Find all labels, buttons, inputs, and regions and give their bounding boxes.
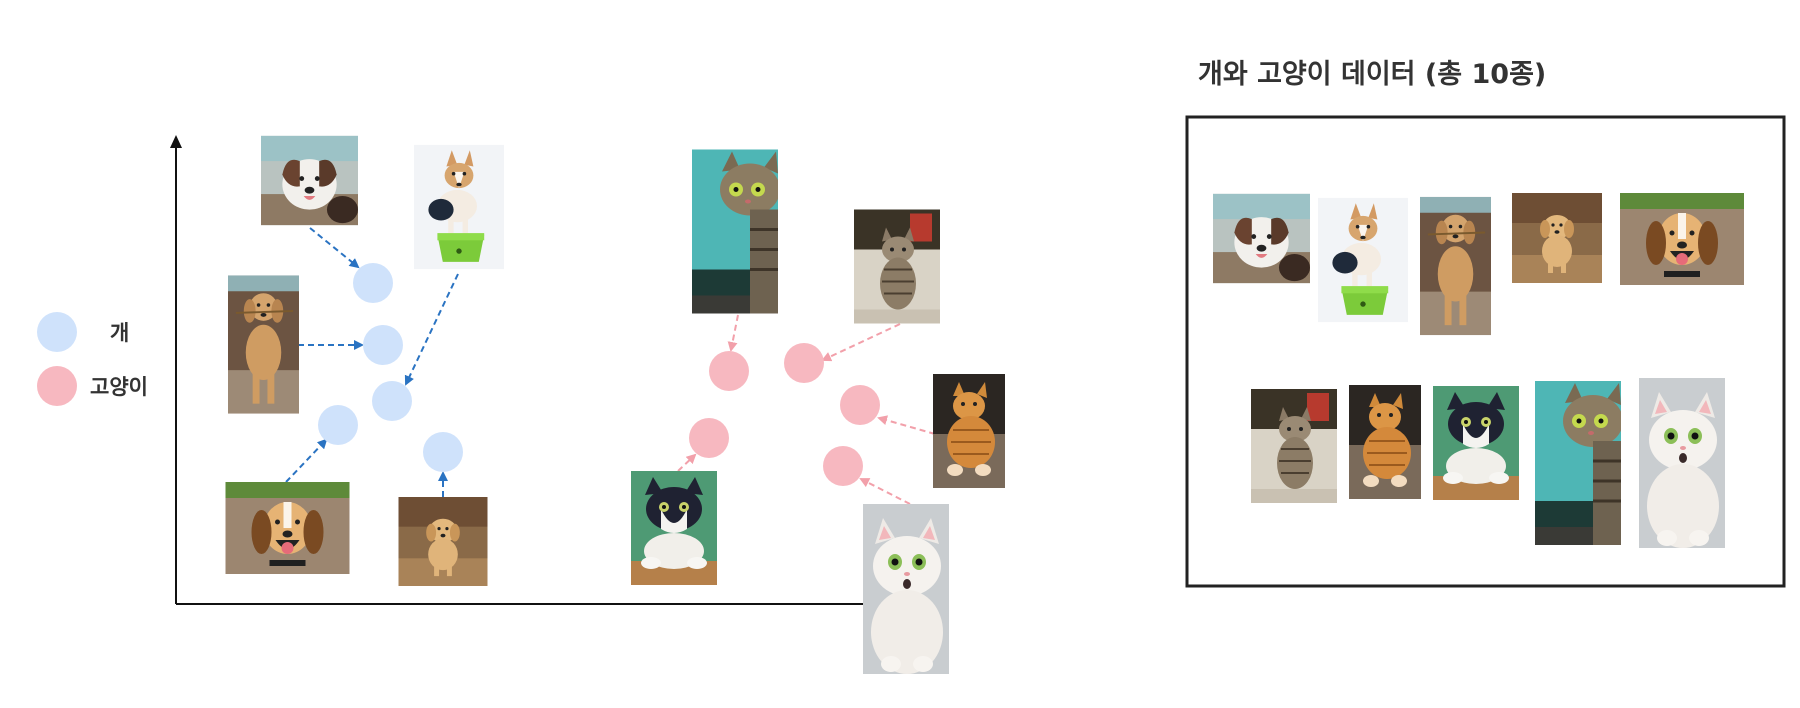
dog-points — [318, 263, 463, 472]
dog-photos — [225, 135, 504, 586]
dataset-cat-row — [1251, 378, 1725, 548]
beagle-smiling-photo — [1620, 193, 1744, 285]
white-fluffy-cat-photo — [863, 504, 949, 674]
beagle-smiling-photo — [225, 482, 350, 574]
dog-point — [363, 325, 403, 365]
cat-photos — [631, 149, 1005, 674]
dog-arrow — [309, 227, 360, 269]
orange-tabby-cat-photo — [1349, 385, 1421, 499]
dog-point — [318, 405, 358, 445]
tabby-cat-sitting-photo — [1251, 389, 1337, 503]
golden-retriever-standing-photo — [228, 274, 299, 415]
cat-points — [689, 343, 880, 486]
cat-arrow — [821, 323, 901, 362]
axes — [170, 135, 870, 605]
dog-point — [353, 263, 393, 303]
tabby-cat-peeking-photo — [692, 149, 778, 314]
cat-arrows — [677, 314, 936, 505]
corgi-on-stool-photo — [1318, 197, 1408, 323]
tuxedo-cat-photo — [631, 471, 717, 585]
golden-retriever-standing-photo — [1420, 196, 1491, 336]
cat-point — [784, 343, 824, 383]
border-collie-photo — [261, 135, 358, 226]
cat-arrow — [877, 415, 936, 435]
cat-point — [689, 418, 729, 458]
tabby-cat-peeking-photo — [1535, 381, 1621, 545]
cat-arrow — [677, 453, 697, 472]
tabby-cat-sitting-photo — [854, 209, 940, 324]
golden-puppy-photo — [1512, 193, 1602, 283]
golden-puppy-photo — [398, 497, 488, 586]
tuxedo-cat-photo — [1433, 386, 1519, 500]
cat-arrow — [859, 478, 911, 505]
legend: 개 고양이 — [37, 312, 148, 406]
legend-cat-swatch — [37, 366, 77, 406]
dog-point — [423, 432, 463, 472]
dog-arrow — [285, 438, 328, 483]
dog-arrows — [285, 227, 459, 497]
cat-point — [823, 446, 863, 486]
cat-arrow — [727, 314, 739, 352]
cat-point — [840, 385, 880, 425]
orange-tabby-cat-photo — [933, 374, 1005, 488]
legend-cat-label: 고양이 — [90, 375, 148, 399]
corgi-on-stool-photo — [414, 144, 504, 270]
dataset-panel-title: 개와 고양이 데이터 (총 10종) — [1198, 59, 1547, 90]
legend-dog-label: 개 — [110, 321, 129, 345]
white-fluffy-cat-photo — [1639, 378, 1725, 548]
border-collie-photo — [1213, 193, 1310, 284]
dataset-dog-row — [1213, 193, 1744, 336]
legend-dog-swatch — [37, 312, 77, 352]
y-axis-arrow-icon — [170, 135, 182, 148]
dataset-frame — [1185, 115, 1786, 588]
dog-arrow — [404, 273, 459, 386]
dog-point — [372, 381, 412, 421]
cat-point — [709, 351, 749, 391]
